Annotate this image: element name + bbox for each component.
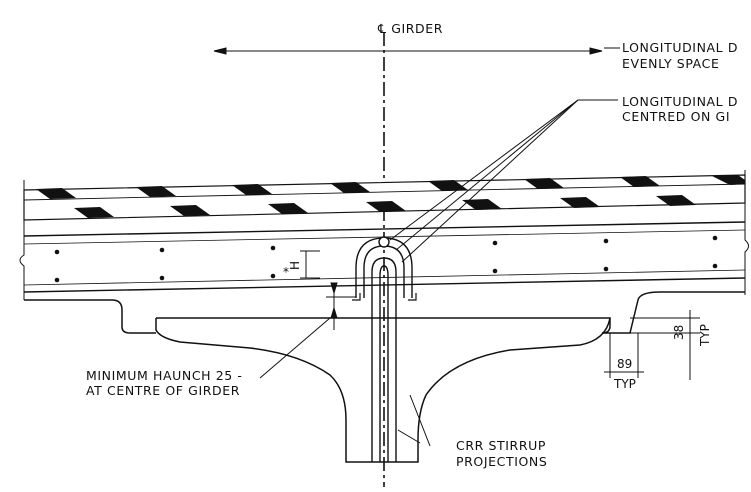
wearing-surface — [23, 174, 746, 221]
haunch-label-line2: AT CENTRE OF GIRDER — [86, 383, 241, 398]
leader-lines — [389, 47, 620, 447]
girder-centreline-label: ℄ GIRDER — [378, 21, 444, 36]
girder-section — [24, 291, 745, 463]
hatch-marks — [36, 175, 745, 218]
stirrup-label-line1: CRR STIRRUP — [456, 438, 546, 453]
dim-38: 38 — [672, 324, 686, 340]
longitudinal-centred-label-line2: CENTRED ON GI — [622, 109, 731, 124]
deck-slab — [23, 221, 746, 293]
stirrup-label-line2: PROJECTIONS — [456, 454, 548, 469]
dim-star: * — [283, 265, 289, 279]
haunch-dimension — [259, 282, 356, 379]
stirrup — [352, 236, 417, 462]
longitudinal-centred-label-line1: LONGITUDINAL D — [622, 94, 739, 109]
longitudinal-evenly-label-line1: LONGITUDINAL D — [622, 40, 739, 55]
break-line-right — [744, 170, 749, 295]
longitudinal-evenly-label-line2: EVENLY SPACE — [622, 56, 720, 71]
h-dimension — [300, 250, 320, 279]
dim-89: 89 — [617, 357, 633, 371]
top-dimension-line — [213, 47, 603, 55]
break-line-left — [19, 180, 25, 300]
dim-typ-horizontal: TYP — [614, 377, 636, 391]
dim-h: H — [288, 260, 302, 270]
haunch-label-line1: MINIMUM HAUNCH 25 - — [86, 368, 243, 383]
dim-typ-vertical: TYP — [698, 324, 712, 346]
typ-dimensions — [604, 310, 700, 380]
longitudinal-bars — [54, 235, 718, 283]
